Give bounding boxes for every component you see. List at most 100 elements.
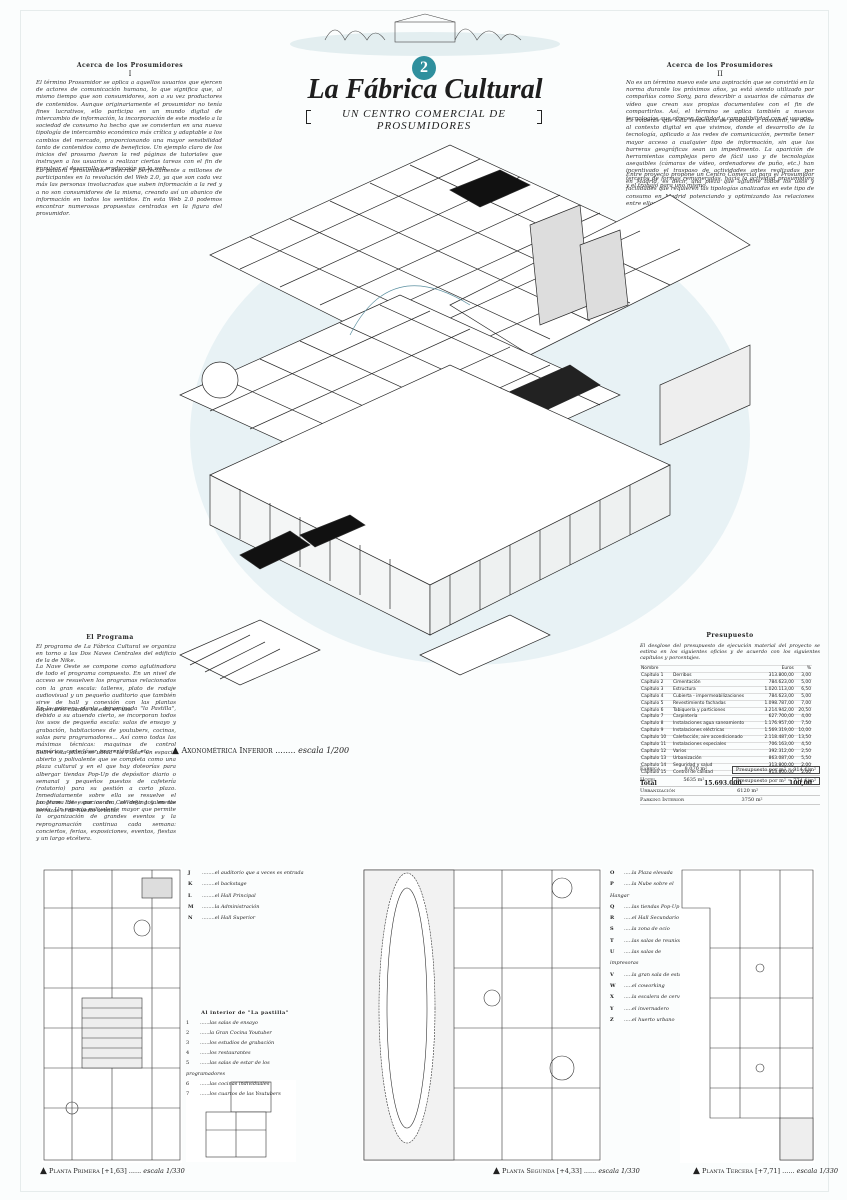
budget-chapter: Capítulo 8	[640, 720, 672, 729]
plan-caption-third: ▲ Planta Tercera [+7,71] ...... escala 1…	[693, 1166, 839, 1176]
program-heading: El Programa	[86, 634, 134, 641]
area-table: Fábrica 8.070 m² Presupuesto por m² = 91…	[640, 765, 820, 805]
legend-item: P.....la Nube sobre el Hangar	[610, 881, 674, 899]
right-column-heading: Acerca de los Prosumidores	[666, 62, 774, 69]
budget-euros: 313.800,00	[757, 671, 795, 680]
budget-item-name: Calefacción, aire acondicionado	[671, 734, 758, 743]
left-paragraph-2: La palabra "prosumidor" describe perfect…	[36, 168, 222, 218]
legend-item: X.....la escalera de cerveil	[610, 994, 686, 1001]
legend-item: 4......los restaurantes	[186, 1050, 251, 1057]
budget-total-value: 15.693.000	[704, 779, 742, 787]
legend-item: K........el backstage	[188, 881, 247, 888]
legend-item: 5......las salas de estar de los program…	[186, 1060, 270, 1077]
budget-chapter: Capítulo 3	[640, 685, 672, 694]
budget-total-label: Total	[640, 779, 657, 787]
sheet-number-badge: 2	[412, 56, 436, 80]
budget-item-name: Instalaciones agua saneamiento	[671, 720, 758, 729]
plan-caption-second: ▲ Planta Segunda [+4,33] ...... escala 1…	[493, 1166, 640, 1176]
budget-euros: 1.569.319,00	[757, 727, 795, 736]
plan-second-floor	[362, 868, 602, 1163]
legend-first-floor: J........el auditorio que a veces es ent…	[188, 868, 318, 924]
plan-first-floor	[42, 868, 182, 1163]
legend-item: M........la Administración	[188, 903, 260, 910]
area-budget: Presupuesto por m² = 774 €/m²	[731, 777, 820, 785]
area-row: Urbanización 6120 m²	[640, 787, 820, 796]
budget-pct: 2,50	[794, 748, 812, 757]
triangle-marker-icon: ▲	[693, 1166, 700, 1176]
plan-caption-first: ▲ Planta Primera [+1,63] ...... escala 1…	[40, 1166, 185, 1176]
area-label: Urbanización	[640, 788, 676, 794]
budget-pct: 5,00	[794, 692, 812, 701]
area-row: Hotel 5635 m² Presupuesto por m² = 774 €…	[640, 776, 820, 787]
area-value: 8.070 m²	[684, 766, 708, 772]
budget-euros: 3.214.942,00	[757, 706, 795, 715]
legend-item: O.....la Plaza elevada	[610, 870, 673, 876]
budget-chapter: Capítulo 14	[640, 762, 672, 771]
program-paragraph-3: En la primera planta, denominada "la Pas…	[36, 706, 176, 756]
budget-header-row: Nombre Euros %	[640, 665, 812, 673]
budget-pct: 4,00	[794, 713, 812, 722]
budget-chapter: Capítulo 5	[640, 699, 672, 708]
area-budget: Presupuesto por m² = 914 €/m²	[731, 766, 820, 774]
budget-chapter: Capítulo 6	[640, 706, 672, 715]
budget-euros: 2.118.487,00	[757, 734, 795, 743]
budget-euros: 863.087,00	[757, 755, 795, 764]
axonometric-caption-label: Axonométrica Inferior	[181, 746, 273, 755]
budget-panel: Presupuesto El desglose del presupuesto …	[640, 632, 820, 787]
budget-pct: 10,00	[794, 727, 812, 736]
triangle-marker-icon: ▲	[172, 746, 179, 756]
legend-la-pastilla: Al interior de "La pastilla" 1......las …	[186, 1008, 304, 1099]
program-paragraph-1: El programa de La Fábrica Cultural se or…	[36, 644, 176, 665]
budget-euros: 784.623,00	[757, 692, 795, 701]
budget-euros: 706.163,00	[757, 741, 795, 750]
budget-chapter: Capítulo 12	[640, 748, 672, 757]
program-paragraph-5: La Nave Este, por contra, se deja totalm…	[36, 800, 176, 843]
legend-item: Y.....el invernadero	[610, 1005, 669, 1012]
left-column-numeral: I	[128, 70, 132, 78]
legend-item: T.....las salas de reuniones	[610, 937, 688, 944]
legend-item: W.....el coworking	[610, 982, 665, 989]
budget-item-name: Control de calidad	[671, 769, 758, 777]
left-column-heading: Acerca de los Prosumidores	[76, 62, 184, 69]
legend-item: J........el auditorio que a veces es ent…	[188, 870, 304, 876]
budget-item-name: Estructura	[671, 685, 758, 694]
plan-first-floor-annex	[186, 1080, 296, 1162]
budget-total-pct: 100,00	[789, 779, 812, 787]
budget-total-row: Total 15.693.000 100,00	[640, 780, 812, 787]
budget-chapter: Capítulo 4	[640, 692, 672, 701]
budget-item-name: Varios	[671, 748, 758, 757]
budget-item-name: Revestimiento fachadas	[671, 699, 758, 708]
legend-item: 7......los cuartos de las Youtubers	[186, 1090, 281, 1097]
page-subtitle: UN CENTRO COMERCIAL DE PROSUMIDORES	[306, 108, 542, 132]
right-paragraph-1: No es un término nuevo este una aspiraci…	[626, 80, 814, 123]
budget-chapter: Capítulo 13	[640, 755, 672, 764]
area-value: 3750 m²	[741, 797, 763, 803]
budget-col-euro: Euros	[757, 665, 795, 673]
budget-pct: 20,50	[794, 706, 812, 715]
budget-euros: 1.176.957,00	[757, 720, 795, 729]
budget-item-name: Tabiquería y particiones	[671, 706, 758, 715]
budget-euros: 392.312,00	[757, 748, 795, 757]
area-label: Parking Interior	[640, 797, 685, 803]
budget-item-name: Instalaciones especiales	[671, 741, 758, 750]
legend-item: N........el Hall Superior	[188, 915, 256, 922]
legend-second-floor: O.....la Plaza elevada P.....la Nube sob…	[610, 868, 690, 1026]
plan-third-floor	[680, 868, 815, 1163]
budget-chapter: Capítulo 7	[640, 713, 672, 722]
budget-pct: 3,00	[794, 671, 812, 680]
legend-item: 3......los estudios de grabación	[186, 1040, 275, 1047]
budget-euros: 1.020.113,00	[757, 685, 795, 694]
budget-item-name: Cimentación	[671, 678, 758, 687]
